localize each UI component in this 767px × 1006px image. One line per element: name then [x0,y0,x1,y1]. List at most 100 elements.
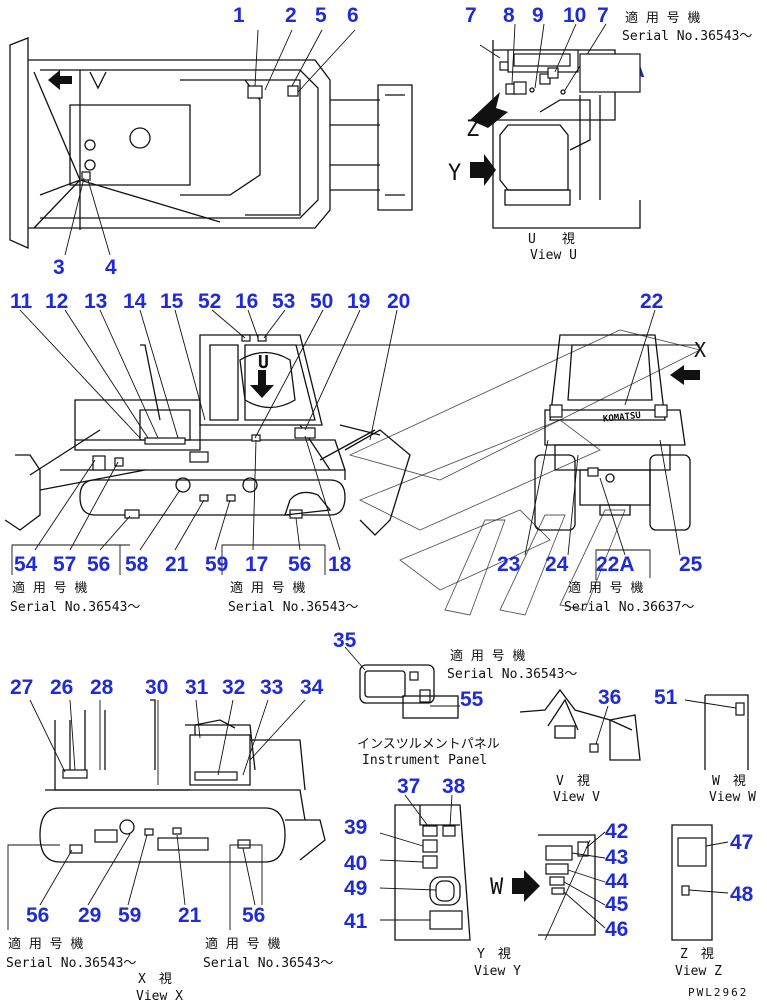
arrow-label-y: Y [448,161,461,186]
applicable-label-front: 適 用 号 機 [568,580,643,596]
callout-52: 52 [198,290,221,313]
applicable-label-side-2: 適 用 号 機 [230,580,305,596]
callout-50: 50 [310,290,333,313]
callout-44: 44 [605,870,629,893]
callout-9: 9 [532,4,544,27]
callout-21b: 21 [178,904,202,927]
view-z-jp: Z 視 [680,947,714,962]
serial-label-x-1: Serial No.36543～ [6,956,136,971]
arrow-label-u: U [258,352,269,373]
serial-label-panel: Serial No.36543～ [447,667,577,682]
callout-6A-box [579,53,641,93]
callout-17: 17 [245,553,268,576]
callout-40: 40 [344,852,367,875]
callout-5: 5 [315,4,327,27]
callout-41: 41 [344,910,368,933]
callout-11: 11 [10,290,33,313]
background-logo-outline [348,329,702,616]
view-v-drawing [519,688,641,761]
view-z-drawing [671,824,729,941]
callout-47: 47 [730,831,753,854]
callout-23: 23 [497,553,520,576]
view-v-en: View V [553,790,600,805]
view-x-en: View X [136,989,183,1004]
callout-43: 43 [605,846,628,869]
callout-26: 26 [50,676,73,699]
callout-35: 35 [333,629,357,652]
callout-4: 4 [105,256,117,279]
callout-39: 39 [344,816,367,839]
callout-34: 34 [300,676,324,699]
callout-3: 3 [53,256,65,279]
view-z-en: View Z [675,964,722,979]
callout-29: 29 [78,904,101,927]
callout-37: 37 [397,775,420,798]
callout-21a: 21 [165,553,189,576]
callout-1: 1 [233,4,245,27]
callout-22A: 22A [596,553,635,576]
callout-48: 48 [730,883,754,906]
view-u-en: View U [530,248,577,263]
callout-56b: 56 [288,553,311,576]
view-x-jp: X 視 [138,972,172,987]
callout-55: 55 [460,688,484,711]
callout-53: 53 [272,290,295,313]
callout-42: 42 [605,820,628,843]
serial-label-u: Serial No.36543～ [622,29,752,44]
applicable-label-x-1: 適 用 号 機 [8,936,83,952]
callout-56a: 56 [87,553,110,576]
callout-31: 31 [185,676,209,699]
view-w-jp: W 視 [712,774,746,789]
arrow-label-x: X [694,338,706,362]
callout-22: 22 [640,290,663,313]
callout-20: 20 [387,290,410,313]
callout-25: 25 [679,553,703,576]
callout-36: 36 [598,686,621,709]
applicable-label-x-2: 適 用 号 機 [205,936,280,952]
callout-54: 54 [14,553,38,576]
panel-label-jp: インスツルメントパネル [357,737,500,752]
callout-58: 58 [125,553,149,576]
callout-19: 19 [347,290,370,313]
applicable-label-side-1: 適 用 号 機 [12,580,87,596]
callout-7b: 7 [597,4,609,27]
callout-27: 27 [10,676,33,699]
callout-45: 45 [605,893,629,916]
callout-30: 30 [145,676,168,699]
instrument-panel-drawing [344,646,460,719]
callout-16: 16 [235,290,258,313]
callout-8: 8 [503,4,515,27]
callout-38: 38 [442,775,466,798]
callout-6: 6 [347,4,359,27]
callout-2: 2 [285,4,297,27]
callout-24: 24 [545,553,569,576]
view-v-jp: V 視 [556,774,590,789]
callout-57: 57 [53,553,76,576]
callout-56d: 56 [242,904,265,927]
view-w-drawing [684,694,749,770]
callout-59b: 59 [118,904,141,927]
view-w-arrow-drawing [512,831,606,941]
view-u-jp: U 視 [528,232,575,247]
callout-46: 46 [605,918,628,941]
callout-7a: 7 [465,4,477,27]
view-x-drawing [7,699,326,930]
drawing-code: PWL2962 [688,986,748,999]
applicable-label-u: 適 用 号 機 [625,10,700,26]
serial-label-front: Serial No.36637～ [564,600,694,615]
top-view-drawing [9,29,413,256]
view-u-drawing [470,23,641,229]
callout-51: 51 [654,686,678,709]
front-view-drawing [524,309,700,580]
serial-label-side-1: Serial No.36543～ [10,600,140,615]
arrow-label-w: W [490,875,504,900]
callout-56c: 56 [26,904,49,927]
callout-32: 32 [222,676,245,699]
callout-15: 15 [160,290,184,313]
serial-label-side-2: Serial No.36543～ [228,600,358,615]
callout-14: 14 [123,290,147,313]
panel-label-en: Instrument Panel [362,753,487,768]
arrow-label-z: Z [466,117,479,142]
callout-49: 49 [344,877,367,900]
